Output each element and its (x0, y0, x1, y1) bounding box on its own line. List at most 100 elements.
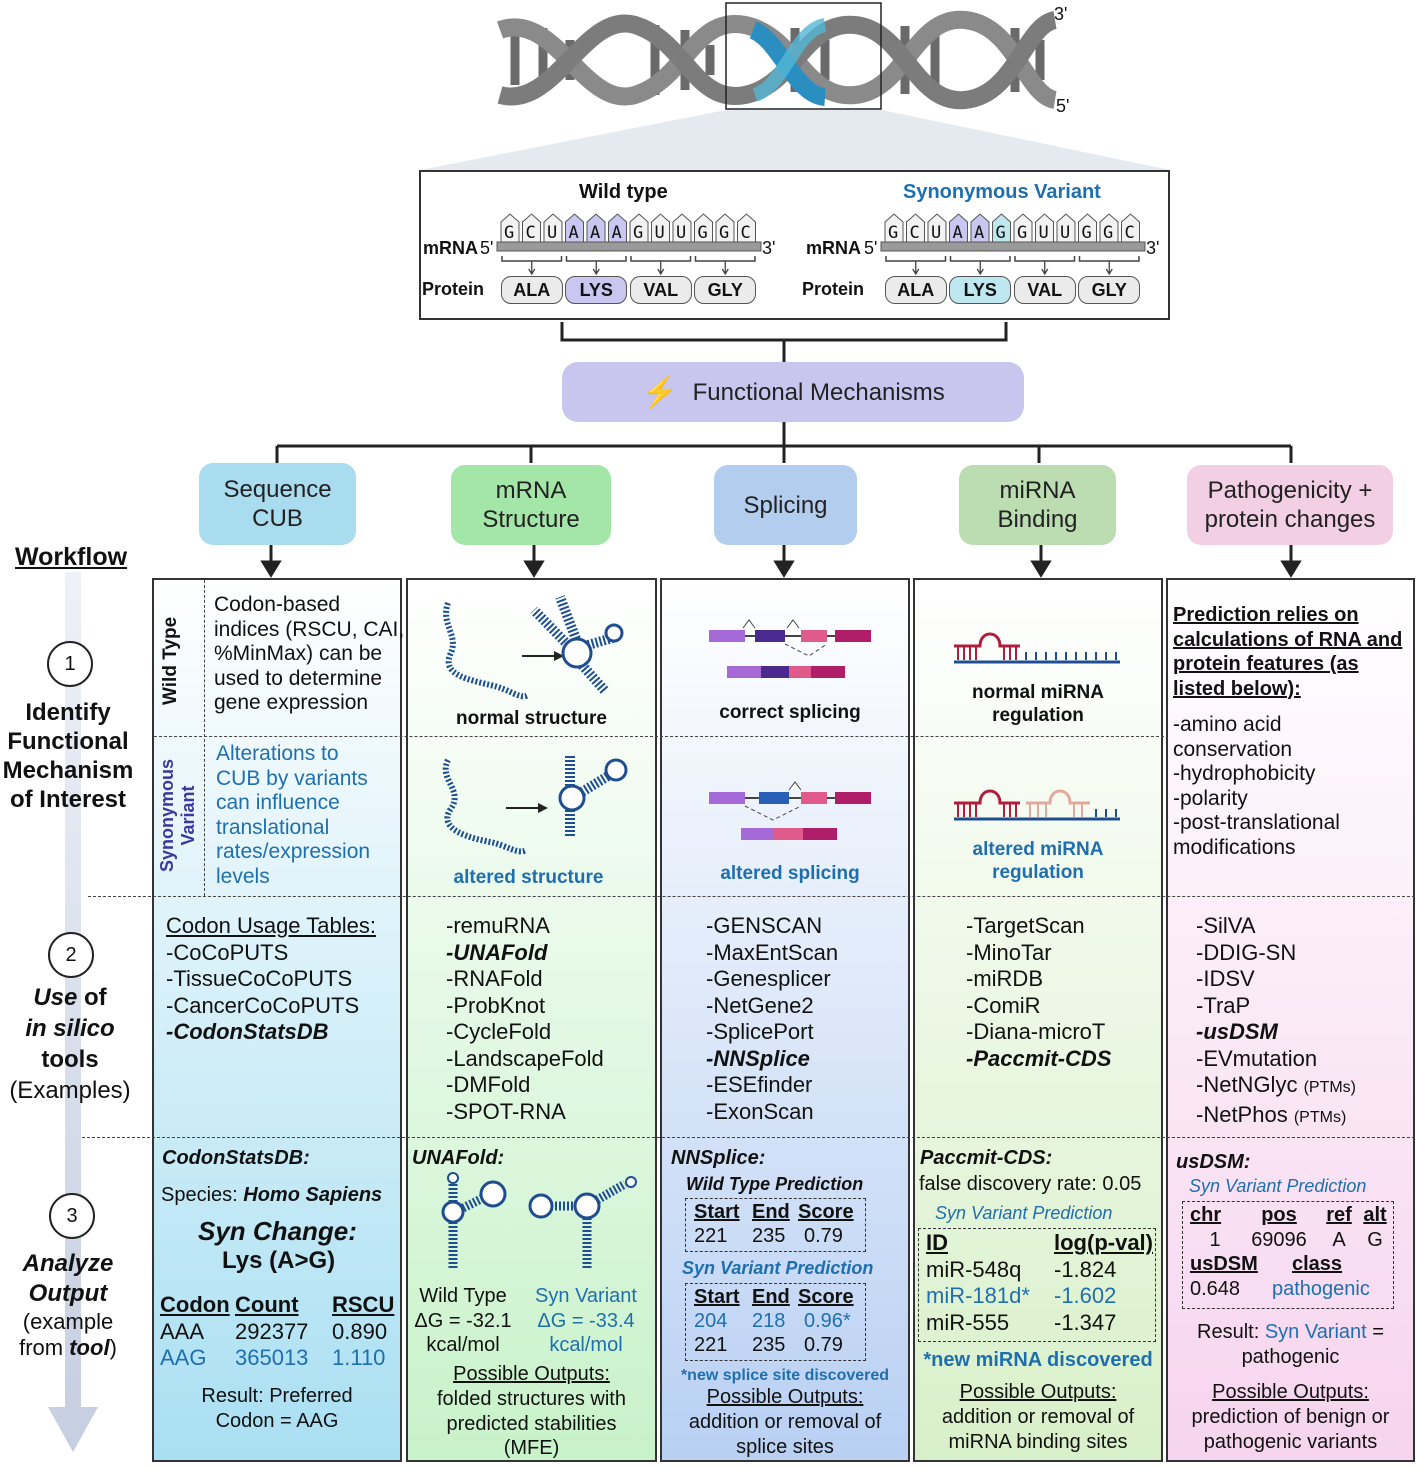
base-letter-wt-2: U (547, 223, 558, 243)
base-tab-var-3 (949, 213, 968, 243)
patho-prediction-header: Prediction relies on calculations of RNA… (1173, 604, 1403, 700)
nnsplice-title: NNSplice: (671, 1147, 766, 1169)
altered-structure-label: altered structure (453, 867, 604, 888)
unafold-structures-icon (441, 1172, 637, 1270)
patho-feature-list: -amino acid conservation -hydrophobicity… (1173, 713, 1340, 859)
category-splicing: Splicing (714, 465, 857, 545)
altered-splicing-label: altered splicing (720, 863, 860, 884)
mrna-backbone-wt (496, 241, 762, 252)
patho-tools-list: -SilVA -DDIG-SN -IDSV -TraP -usDSM -EVmu… (1196, 913, 1357, 1127)
base-tab-wt-9 (694, 213, 713, 243)
five-prime-var: 5' (864, 238, 878, 258)
protein-label-var: Protein (802, 279, 865, 299)
base-tab-wt-6 (629, 213, 649, 243)
translation-arrow-wt-2 (657, 261, 665, 276)
base-letter-wt-10: G (719, 223, 730, 243)
base-letter-wt-11: C (740, 223, 751, 243)
patho-outputs: prediction of benign or pathogenic varia… (1191, 1406, 1390, 1453)
mrna-label-wt: mRNA (423, 238, 479, 258)
column-splicing (660, 578, 910, 1462)
mirna-syn-prediction-title: Syn Variant Prediction (935, 1203, 1113, 1223)
base-tab-var-10 (1099, 213, 1119, 243)
normal-structure-label: normal structure (456, 708, 607, 729)
wild-type-title: Wild type (579, 181, 668, 203)
base-letter-wt-0: G (504, 223, 515, 243)
splice-syn-table (685, 1283, 866, 1361)
altered-splicing-icon (709, 781, 871, 840)
splicing-tools-list: -GENSCAN -MaxEntScan -Genesplicer -NetGe… (706, 913, 839, 1124)
base-letter-wt-9: G (697, 223, 708, 243)
translation-arrow-wt-0 (528, 261, 536, 276)
base-tab-wt-0 (500, 213, 520, 243)
base-tab-wt-2 (543, 213, 563, 243)
functional-mechanisms-label: Functional Mechanisms (692, 378, 945, 406)
amino-acid-var-0: ALA (884, 276, 947, 304)
base-tab-var-2 (927, 213, 947, 243)
five-prime-wt: 5' (480, 238, 494, 258)
amino-acid-wt-0: ALA (500, 276, 563, 304)
codonstatsdb-title: CodonStatsDB: (162, 1147, 310, 1169)
base-tab-var-8 (1056, 213, 1076, 243)
base-tab-var-7 (1035, 213, 1054, 243)
unafold-title: UNAFold: (412, 1147, 505, 1169)
mirna-tools-list: -TargetScan -MinoTar -miRDB -ComiR -Dian… (966, 913, 1112, 1071)
patho-syn-prediction-title: Syn Variant Prediction (1189, 1176, 1367, 1196)
base-letter-var-4: A (974, 223, 985, 243)
base-letter-var-5: G (995, 223, 1006, 243)
syn-change-title: Syn Change: (198, 1216, 357, 1246)
mirna-outputs-title: Possible Outputs: (959, 1381, 1117, 1403)
base-letter-wt-4: A (590, 223, 601, 243)
base-tab-var-11 (1121, 213, 1140, 243)
base-letter-var-3: A (952, 223, 963, 243)
patho-result: Result: Syn Variant = pathogenic (1197, 1321, 1384, 1368)
base-letter-var-7: U (1038, 223, 1049, 243)
base-letter-wt-3: A (568, 223, 579, 243)
normal-structure-icon (443, 595, 624, 700)
base-letter-var-2: U (931, 223, 942, 243)
splice-syn-prediction-title: Syn Variant Prediction (682, 1258, 874, 1278)
dna-5prime-label: 5' (1056, 96, 1070, 116)
usdsm-title: usDSM: (1176, 1151, 1251, 1173)
category-sequence-cub: Sequence CUB (199, 463, 356, 545)
protein-label-wt: Protein (422, 279, 485, 299)
mrna-backbone-var (880, 241, 1146, 252)
patho-outputs-title: Possible Outputs: (1212, 1381, 1369, 1403)
amino-acid-var-2: VAL (1013, 276, 1076, 304)
functional-mechanisms-node: ⚡ Functional Mechanisms (562, 362, 1024, 422)
amino-acid-wt-3: GLY (694, 276, 757, 304)
row-divider-1 (88, 896, 1415, 897)
step-1-circle: 1 (47, 641, 93, 687)
base-tab-var-9 (1078, 213, 1097, 243)
base-letter-wt-1: C (525, 223, 536, 243)
base-letter-wt-8: U (676, 223, 687, 243)
base-tab-wt-5 (608, 213, 627, 243)
cub-syn-text: Alterations to CUB by variants can influ… (216, 742, 371, 888)
step-3-circle: 3 (49, 1193, 95, 1239)
base-letter-var-0: G (888, 223, 899, 243)
normal-mirna-icon (954, 632, 1120, 664)
translation-arrow-var-0 (912, 261, 920, 276)
zoom-projection (420, 110, 1170, 170)
translation-arrow-var-1 (976, 261, 984, 276)
amino-acid-var-1: LYS (949, 276, 1012, 304)
mirna-prediction-table (918, 1228, 1156, 1342)
new-mirna-note: *new miRNA discovered (923, 1349, 1153, 1371)
base-tab-wt-1 (522, 213, 541, 243)
workflow-title: Workflow (15, 543, 128, 571)
base-tab-var-0 (884, 213, 904, 243)
splicing-outputs-title: Possible Outputs: (706, 1386, 864, 1408)
base-letter-var-8: U (1060, 223, 1071, 243)
base-tab-var-1 (906, 213, 925, 243)
mirna-outputs: addition or removal of miRNA binding sit… (941, 1406, 1135, 1453)
base-letter-wt-7: U (654, 223, 665, 243)
amino-acid-wt-1: LYS (565, 276, 628, 304)
structure-outputs: folded structures with predicted stabili… (437, 1388, 626, 1459)
structure-outputs-title: Possible Outputs: (453, 1363, 610, 1385)
translation-arrow-var-3 (1105, 261, 1113, 276)
base-tab-wt-3 (565, 213, 584, 243)
syn-free-energy: Syn Variant ΔG = -33.4 kcal/mol (535, 1285, 637, 1356)
wild-type-side-label: Wild Type (160, 616, 181, 705)
